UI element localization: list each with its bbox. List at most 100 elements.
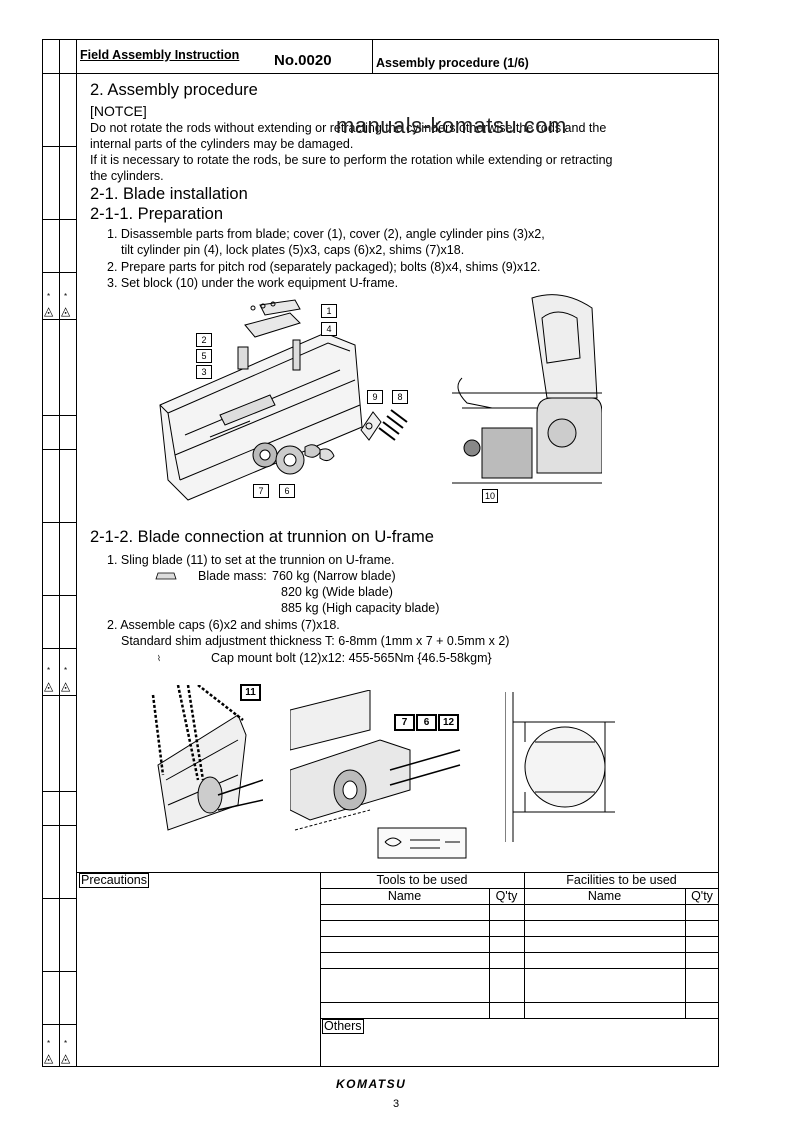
revision-triangle-icon: ◬ <box>44 1051 54 1065</box>
callout-label: 8 <box>392 390 408 404</box>
header-title: Field Assembly Instruction <box>80 48 240 62</box>
table-line <box>320 920 719 921</box>
table-divider <box>524 872 525 1018</box>
komatsu-logo: KOMATSU <box>336 1077 407 1091</box>
strip-divider <box>59 39 60 1067</box>
blade-exploded-figure <box>159 299 363 501</box>
revision-triangle-icon: ◬ <box>44 679 54 693</box>
table-line <box>320 968 719 969</box>
revision-mark: * <box>47 1039 51 1048</box>
tools-qty-col: Q'ty <box>495 889 518 903</box>
instruction-number: No.0020 <box>274 52 332 69</box>
facilities-qty-col: Q'ty <box>691 889 713 903</box>
section-title: 2. Assembly procedure <box>90 81 258 99</box>
revision-mark: * <box>47 666 51 675</box>
callout-label: 10 <box>482 489 498 503</box>
strip-line <box>42 898 77 899</box>
step-text: 1. Sling blade (11) to set at the trunni… <box>107 553 395 567</box>
table-line <box>320 952 719 953</box>
strip-line <box>42 319 77 320</box>
strip-line <box>42 595 77 596</box>
mass-line: 885 kg (High capacity blade) <box>281 601 440 615</box>
revision-mark: * <box>64 666 68 675</box>
note-text: Standard shim adjustment thickness T: 6-… <box>121 634 510 648</box>
blade-sling-figure <box>151 685 263 831</box>
pitch-rod-parts-figure <box>360 409 408 441</box>
callout-label: 9 <box>367 390 383 404</box>
callout-label: 5 <box>196 349 212 363</box>
revision-triangle-icon: ◬ <box>61 304 71 318</box>
strip-line <box>42 825 77 826</box>
strip-line <box>42 791 77 792</box>
strip-line <box>42 648 77 649</box>
cap-section-figure <box>505 692 615 842</box>
strip-line <box>42 415 77 416</box>
notice-line: the cylinders. <box>90 169 164 183</box>
step-text: 3. Set block (10) under the work equipme… <box>107 276 399 290</box>
step-text: tilt cylinder pin (4), lock plates (5)x3… <box>121 243 465 257</box>
strip-line <box>42 1024 77 1025</box>
torque-wrench-icon: ⌇ <box>157 654 161 663</box>
callout-label: 7 <box>253 484 269 498</box>
facilities-header: Facilities to be used <box>566 873 677 887</box>
callout-label: 12 <box>438 714 459 731</box>
table-divider <box>685 888 686 1018</box>
machine-block-figure <box>452 294 602 484</box>
revision-triangle-icon: ◬ <box>44 304 54 318</box>
revision-mark: * <box>47 292 51 301</box>
table-divider <box>320 872 321 1067</box>
strip-line <box>42 695 77 696</box>
mass-line: 760 kg (Narrow blade) <box>272 569 396 583</box>
revision-mark: * <box>64 292 68 301</box>
table-line <box>320 1018 719 1019</box>
revision-triangle-icon: ◬ <box>61 1051 71 1065</box>
note-text: Cap mount bolt (12)x12: 455-565Nm {46.5-… <box>211 651 492 665</box>
callout-label: 2 <box>196 333 212 347</box>
strip-line <box>42 971 77 972</box>
facilities-name-col: Name <box>587 889 622 903</box>
precautions-label: Precautions <box>79 873 150 888</box>
step-text: 2. Assemble caps (6)x2 and shims (7)x18. <box>107 618 340 632</box>
revision-triangle-icon: ◬ <box>61 679 71 693</box>
table-line <box>320 904 719 905</box>
callout-label: 6 <box>279 484 295 498</box>
notice-line: If it is necessary to rotate the rods, b… <box>90 153 613 167</box>
callout-label: 11 <box>240 684 261 701</box>
revision-strip <box>42 39 77 1067</box>
strip-line <box>42 146 77 147</box>
weight-icon <box>155 572 177 580</box>
callout-label: 4 <box>321 322 337 336</box>
subsubsection-title: 2-1-1. Preparation <box>90 205 223 223</box>
step-text: 1. Disassemble parts from blade; cover (… <box>107 227 545 241</box>
mass-line: 820 kg (Wide blade) <box>281 585 393 599</box>
subsection-title: 2-1. Blade installation <box>90 185 248 203</box>
others-label: Others <box>322 1019 364 1034</box>
page-frame <box>42 39 719 1067</box>
header-line <box>77 73 719 74</box>
callout-label: 6 <box>416 714 437 731</box>
strip-line <box>42 272 77 273</box>
strip-line <box>42 522 77 523</box>
callout-label: 3 <box>196 365 212 379</box>
table-line <box>320 1002 719 1003</box>
tools-name-col: Name <box>387 889 422 903</box>
header-subtitle: Assembly procedure (1/6) <box>376 56 529 70</box>
table-divider <box>489 888 490 1018</box>
table-line <box>320 936 719 937</box>
callout-label: 7 <box>394 714 415 731</box>
strip-line <box>42 449 77 450</box>
header-divider <box>372 39 373 73</box>
tools-header: Tools to be used <box>376 873 468 887</box>
callout-label: 1 <box>321 304 337 318</box>
page-number: 3 <box>393 1098 400 1110</box>
notice-line: Do not rotate the rods without extending… <box>90 121 607 135</box>
notice-label: [NOTCE] <box>90 103 147 119</box>
strip-line <box>42 219 77 220</box>
revision-mark: * <box>64 1039 68 1048</box>
watermark: manuals-komatsu.com <box>336 113 567 138</box>
mass-label: Blade mass: <box>198 569 267 583</box>
strip-line <box>42 73 77 74</box>
table-top-line <box>77 872 719 873</box>
notice-line: internal parts of the cylinders may be d… <box>90 137 354 151</box>
table-line <box>320 888 719 889</box>
